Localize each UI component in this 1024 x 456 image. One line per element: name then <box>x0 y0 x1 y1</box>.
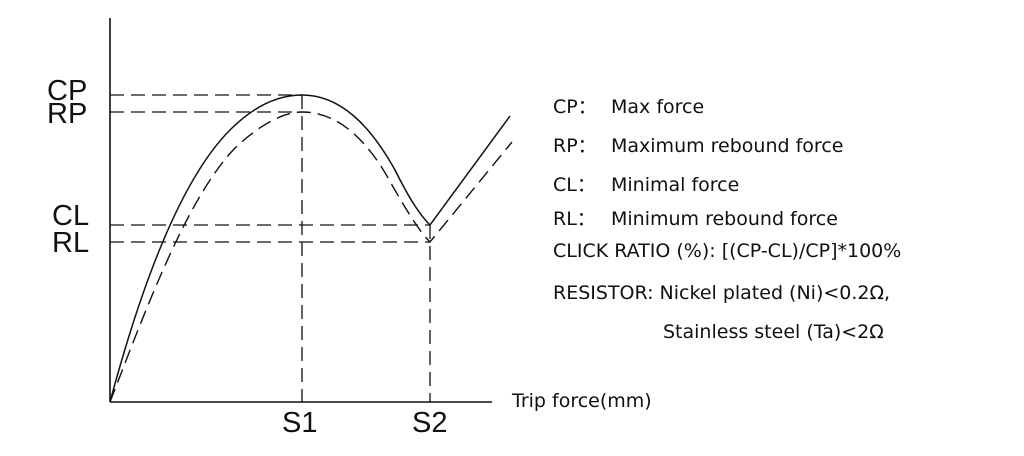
y-label-rl: RL <box>52 227 89 259</box>
legend-value: Max force <box>611 96 705 118</box>
press-force-curve <box>109 94 511 403</box>
legend-value: Minimal force <box>611 174 740 196</box>
legend-item-cl: CL： Minimal force <box>553 170 739 197</box>
x-label-s1: S1 <box>282 407 317 439</box>
legend-key: CP： <box>553 96 597 118</box>
click-ratio-formula: CLICK RATIO (%): [(CP-CL)/CP]*100% <box>553 240 902 262</box>
resistor-spec-text: Stainless steel (Ta)<2Ω <box>663 321 884 343</box>
x-axis-title: Trip force(mm) <box>511 390 652 412</box>
legend-item-cp: CP： Max force <box>553 92 704 119</box>
y-label-cl: CL <box>52 200 89 232</box>
legend-key: RL： <box>553 208 596 230</box>
y-label-cp: CP <box>47 75 87 107</box>
legend-item-rp: RP： Maximum rebound force <box>553 131 843 158</box>
resistor-spec-line2: Stainless steel (Ta)<2Ω <box>553 321 884 343</box>
legend-key: RP： <box>553 135 597 157</box>
resistor-spec-line1: RESISTOR: Nickel plated (Ni)<0.2Ω, <box>553 282 891 304</box>
x-label-s2: S2 <box>412 407 447 439</box>
legend-value: Maximum rebound force <box>611 135 844 157</box>
rebound-force-curve <box>109 111 513 403</box>
legend-value: Minimum rebound force <box>611 208 838 230</box>
legend-item-rl: RL： Minimum rebound force <box>553 204 838 231</box>
legend-key: CL： <box>553 174 596 196</box>
y-label-rp: RP <box>47 98 87 130</box>
